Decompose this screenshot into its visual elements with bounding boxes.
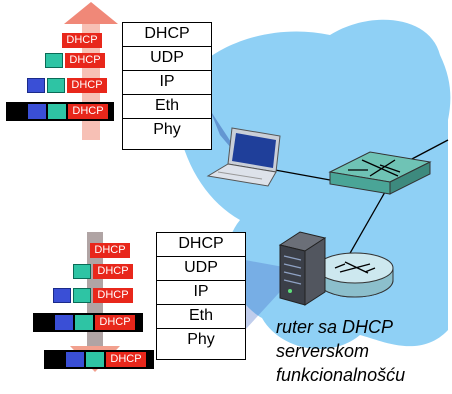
udp-header bbox=[47, 78, 65, 93]
udp-header bbox=[86, 352, 104, 367]
ip-header bbox=[66, 352, 84, 367]
ip-header bbox=[53, 288, 71, 303]
frame-dhcp: DHCP bbox=[90, 243, 130, 258]
dhcp-tag: DHCP bbox=[65, 53, 105, 68]
frame-ip: DHCP bbox=[27, 78, 107, 93]
protocol-stack-server: DHCP UDP IP Eth Phy bbox=[156, 232, 246, 360]
dhcp-tag: DHCP bbox=[93, 288, 133, 303]
dhcp-tag: DHCP bbox=[62, 33, 102, 48]
udp-header bbox=[48, 104, 66, 119]
dhcp-tag: DHCP bbox=[67, 78, 107, 93]
dhcp-tag: DHCP bbox=[90, 243, 130, 258]
link-switch-cloudedge bbox=[409, 139, 449, 161]
switch-icon bbox=[328, 151, 432, 195]
frame-dhcp: DHCP bbox=[62, 33, 102, 48]
frame-udp: DHCP bbox=[73, 264, 133, 279]
udp-header bbox=[73, 288, 91, 303]
layer-phy: Phy bbox=[187, 331, 215, 348]
link-switch-router bbox=[344, 191, 386, 263]
frame-ip: DHCP bbox=[53, 288, 133, 303]
protocol-stack-client: DHCP UDP IP Eth Phy bbox=[122, 22, 212, 150]
layer-ip: IP bbox=[157, 281, 245, 305]
ip-header bbox=[27, 78, 45, 93]
frame-udp: DHCP bbox=[45, 53, 105, 68]
layer-dhcp: DHCP bbox=[123, 23, 211, 47]
dhcp-tag: DHCP bbox=[93, 264, 133, 279]
layer-eth: Eth bbox=[123, 95, 211, 119]
router-icon bbox=[316, 252, 394, 298]
dhcp-tag: DHCP bbox=[106, 352, 146, 367]
layer-dhcp: DHCP bbox=[157, 233, 245, 257]
link-laptop-switch bbox=[274, 169, 331, 181]
dhcp-tag: DHCP bbox=[68, 104, 108, 119]
caption-line-2: serverskom bbox=[276, 341, 370, 361]
layer-udp: UDP bbox=[123, 47, 211, 71]
frame-eth: DHCP bbox=[6, 102, 114, 121]
layer-udp: UDP bbox=[157, 257, 245, 281]
dhcp-tag: DHCP bbox=[95, 315, 135, 330]
laptop-icon bbox=[206, 127, 281, 187]
ip-header bbox=[55, 315, 73, 330]
frame-phy: DHCP bbox=[44, 350, 154, 369]
layer-phy: Phy bbox=[153, 121, 181, 138]
udp-header bbox=[75, 315, 93, 330]
caption-line-3: funkcionalnošću bbox=[276, 365, 406, 385]
ip-header bbox=[28, 104, 46, 119]
router-caption: ruter sa DHCP serverskom funkcionalnošću bbox=[276, 315, 452, 387]
layer-ip: IP bbox=[123, 71, 211, 95]
layer-eth: Eth bbox=[157, 305, 245, 329]
udp-header bbox=[45, 53, 63, 68]
server-icon bbox=[278, 231, 327, 306]
caption-line-1: ruter sa DHCP bbox=[276, 317, 394, 337]
udp-header bbox=[73, 264, 91, 279]
frame-eth: DHCP bbox=[33, 313, 143, 332]
